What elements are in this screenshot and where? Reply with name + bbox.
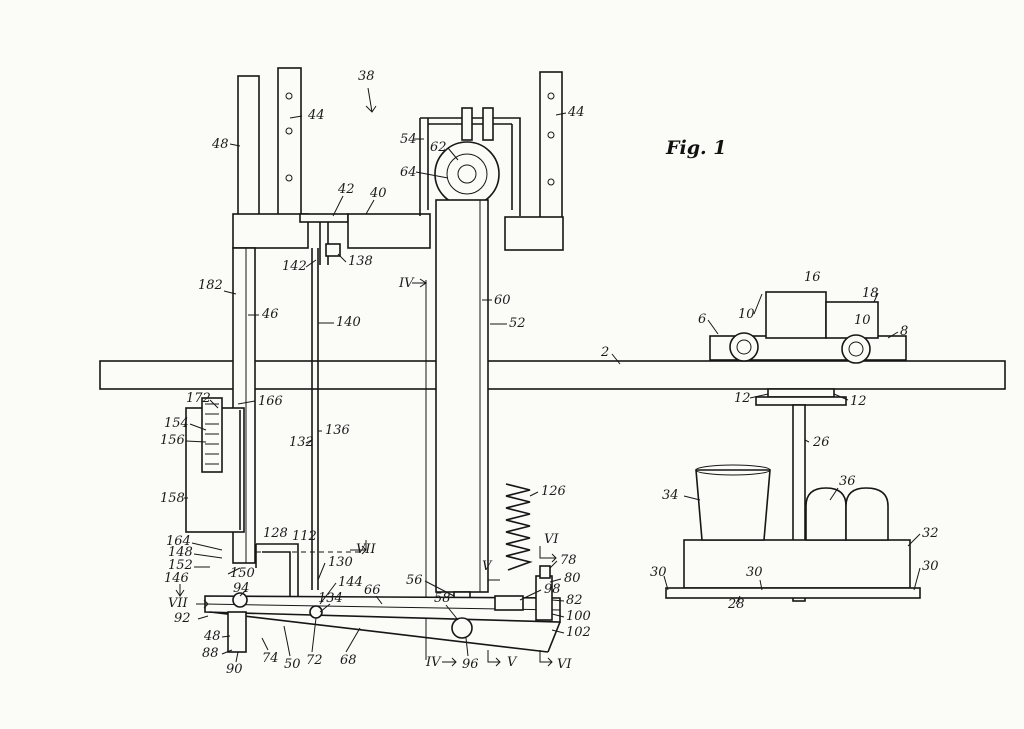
label-12b: 12 [850,394,867,409]
label-98: 98 [544,582,561,597]
label-iv-a: IV [398,276,415,291]
figure-title: Fig. 1 [665,137,726,159]
label-58: 58 [434,591,451,606]
label-128: 128 [263,526,288,541]
label-140: 140 [336,315,361,330]
label-134: 134 [318,591,343,606]
label-60: 60 [494,293,511,308]
label-150: 150 [230,566,255,581]
label-148: 148 [168,545,193,560]
label-8: 8 [900,324,908,339]
label-30a: 30 [650,565,667,580]
carriage [709,291,907,364]
label-40: 40 [369,186,387,201]
label-172: 172 [186,391,211,406]
label-18: 18 [862,286,879,301]
base-tray [665,464,921,599]
label-136: 136 [325,423,350,438]
label-10b: 10 [854,313,871,328]
label-126: 126 [541,484,566,499]
control-box [185,397,245,533]
label-48a: 48 [211,137,229,152]
label-164: 164 [166,534,191,549]
label-94: 94 [233,581,250,596]
label-44a: 44 [307,108,325,123]
label-82: 82 [566,593,583,608]
label-152: 152 [168,558,193,573]
label-92: 92 [174,611,191,626]
label-78: 78 [560,553,577,568]
label-158: 158 [160,491,185,506]
rod-136 [311,243,341,590]
spring [505,483,533,571]
label-72: 72 [306,653,323,668]
label-48b: 48 [203,629,221,644]
label-38: 38 [358,69,375,84]
label-iv-b: IV [425,655,442,670]
label-12a: 12 [734,391,751,406]
label-v-b: V [507,655,518,670]
label-64: 64 [400,165,417,180]
cylinder [435,199,489,613]
label-56: 56 [406,573,423,588]
label-vi-a: VI [544,532,559,547]
label-42: 42 [337,182,355,197]
label-16: 16 [804,270,821,285]
label-80: 80 [564,571,581,586]
label-90: 90 [226,662,243,677]
label-30c: 30 [922,559,939,574]
bracket-128 [255,543,360,596]
leader-lines [175,87,921,667]
label-66: 66 [364,583,381,598]
label-34: 34 [662,488,679,503]
label-138: 138 [348,254,373,269]
label-182: 182 [198,278,223,293]
label-v: V [482,559,493,574]
label-112: 112 [292,529,317,544]
label-36: 36 [839,474,856,489]
lever [204,565,561,653]
label-142: 142 [282,259,307,274]
crosshead [232,213,564,265]
label-vi-b: VI [557,657,572,672]
label-10a: 10 [738,307,755,322]
reference-labels: 38 44 44 48 54 62 64 42 40 138 142 182 4… [160,69,939,677]
label-74: 74 [262,651,279,666]
label-46: 46 [261,307,279,322]
label-102: 102 [566,625,591,640]
label-132: 132 [289,435,314,450]
label-130: 130 [328,555,353,570]
label-62: 62 [430,140,447,155]
pulley-assembly [419,107,521,216]
label-68: 68 [340,653,357,668]
label-52: 52 [509,316,526,331]
label-50: 50 [284,657,301,672]
label-146: 146 [164,571,189,586]
label-96: 96 [462,657,479,672]
label-vii-b: VII [168,596,189,611]
label-156: 156 [160,433,185,448]
label-32: 32 [922,526,939,541]
label-166: 166 [258,394,283,409]
label-30b: 30 [746,565,763,580]
label-44b: 44 [567,105,585,120]
label-88: 88 [202,646,219,661]
label-154: 154 [164,416,189,431]
label-54: 54 [400,132,417,147]
label-28: 28 [727,597,745,612]
label-6: 6 [698,312,706,327]
label-100: 100 [566,609,591,624]
label-2: 2 [600,345,609,360]
label-26: 26 [812,435,830,450]
label-144: 144 [338,575,363,590]
